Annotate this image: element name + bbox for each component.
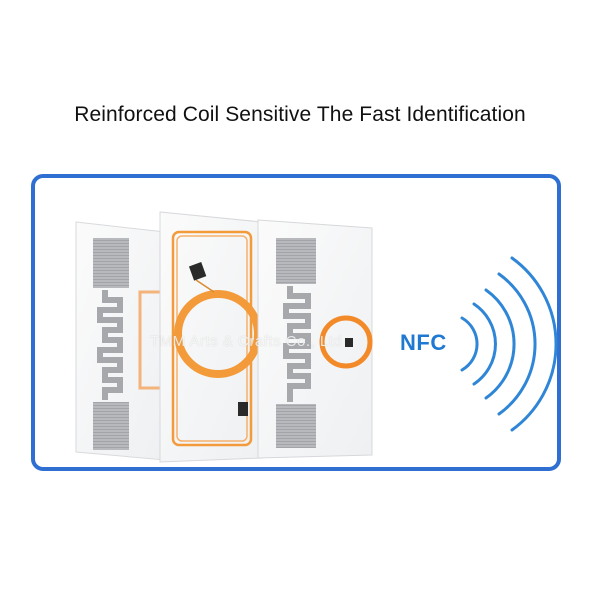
antenna-pad-top [276, 238, 316, 284]
uhf-inlay-card [75, 221, 168, 461]
hybrid-card [257, 219, 373, 459]
page-headline: Reinforced Coil Sensitive The Fast Ident… [74, 103, 526, 126]
wireless-waves-icon [460, 256, 558, 432]
chip-icon [345, 338, 353, 347]
antenna-pad-bottom [276, 404, 316, 448]
watermark-text: TMM Arts & Crafts Co., Ltd [150, 333, 343, 350]
antenna-pad-bottom [93, 402, 129, 450]
nfc-label: NFC [400, 330, 447, 355]
chip-icon [238, 402, 248, 416]
antenna-pad-top [93, 238, 129, 288]
chip-icon [188, 262, 207, 281]
